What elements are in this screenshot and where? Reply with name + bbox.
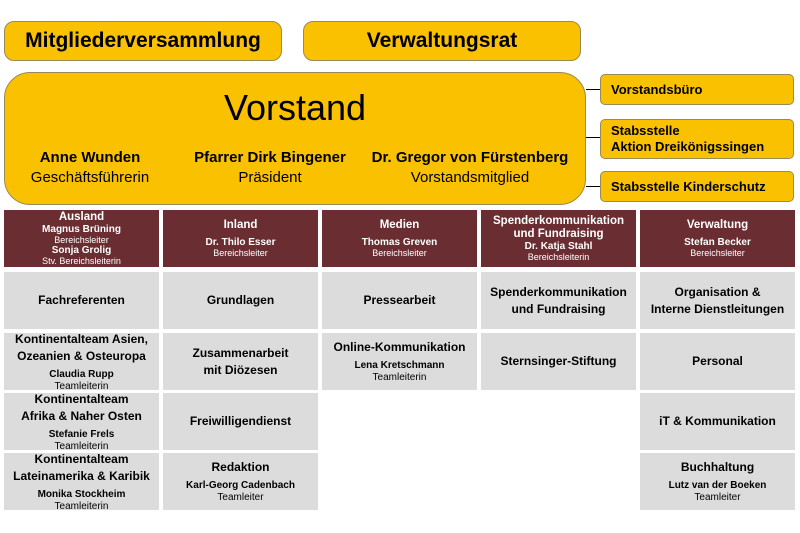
unit-box: Grundlagen <box>163 272 318 329</box>
member-role: Geschäftsführerin <box>30 169 150 186</box>
unit-lead-name: Stefanie Frels <box>48 428 115 440</box>
unit-lead-role: Teamleiter <box>694 492 741 503</box>
unit-box: Spenderkommunikation und Fundraising <box>481 272 636 329</box>
unit-title: Freiwilligendienst <box>189 414 292 428</box>
stabsstelle-aktion-line: Aktion Dreikönigssingen <box>611 139 765 154</box>
vorstandsbuero-box: Vorstandsbüro <box>600 74 794 105</box>
unit-title: Spenderkommunikation <box>490 284 627 299</box>
unit-title: Fachreferenten <box>38 293 125 307</box>
department-title: und Fundraising <box>513 228 604 240</box>
unit-title: Kontinentalteam <box>34 451 129 466</box>
department-title: Ausland <box>58 211 105 223</box>
unit-lead-name: Lena Kretschmann <box>354 360 445 371</box>
verwaltungsrat-box: Verwaltungsrat <box>303 21 581 61</box>
stabsstelle-aktion-line: Stabsstelle <box>611 123 680 138</box>
unit-title: Lateinamerika & Karibik <box>13 468 150 483</box>
connector-line <box>586 89 600 90</box>
vorstand-box: Vorstand Anne Wunden Geschäftsführerin P… <box>4 72 586 205</box>
verwaltungsrat-label: Verwaltungsrat <box>366 29 518 52</box>
member-role: Präsident <box>238 169 302 186</box>
department-title: Verwaltung <box>686 219 749 231</box>
unit-title: Zusammenarbeit <box>192 345 289 360</box>
unit-title: mit Diözesen <box>203 362 278 377</box>
unit-lead-name: Claudia Rupp <box>49 368 114 380</box>
department-head-name: Dr. Katja Stahl <box>524 241 593 252</box>
member-name: Anne Wunden <box>39 149 141 166</box>
unit-title: und Fundraising <box>511 301 606 316</box>
unit-box: Freiwilligendienst <box>163 393 318 450</box>
department-head-name: Stefan Becker <box>684 237 751 248</box>
department-head-role: Stv. Bereichsleiterin <box>42 256 121 266</box>
department-head-role: Bereichsleiter <box>372 248 427 258</box>
unit-title: Online-Kommunikation <box>333 340 466 354</box>
department-head-name: Magnus Brüning <box>42 224 121 235</box>
kinderschutz-label: Stabsstelle Kinderschutz <box>611 178 766 194</box>
unit-box: Personal <box>640 333 795 390</box>
unit-title: Organisation & <box>674 284 761 299</box>
department-title: Medien <box>379 219 420 231</box>
unit-title: iT & Kommunikation <box>659 414 776 428</box>
department-head-role: Bereichsleiter <box>213 248 268 258</box>
unit-lead-role: Teamleiterin <box>372 372 427 383</box>
department-title: Inland <box>223 219 258 231</box>
department-head-role: Bereichsleiter <box>54 235 109 245</box>
connector-line <box>586 137 600 138</box>
member-role: Vorstandsmitglied <box>410 169 530 186</box>
unit-title: Ozeanien & Osteuropa <box>17 348 146 363</box>
kinderschutz-box: Stabsstelle Kinderschutz <box>600 171 794 202</box>
unit-box: Zusammenarbeit mit Diözesen <box>163 333 318 390</box>
stabsstelle-aktion-box: Stabsstelle Aktion Dreikönigssingen <box>600 119 794 159</box>
unit-title: Afrika & Naher Osten <box>21 408 142 423</box>
vorstandsbuero-label: Vorstandsbüro <box>611 81 703 97</box>
vorstand-member: Anne Wunden Geschäftsführerin <box>0 149 190 187</box>
unit-title: Kontinentalteam <box>34 391 129 406</box>
vorstand-member: Dr. Gregor von Fürstenberg Vorstandsmitg… <box>365 149 575 187</box>
department-head-name: Thomas Greven <box>361 237 438 248</box>
vorstand-member: Pfarrer Dirk Bingener Präsident <box>170 149 370 187</box>
unit-lead-role: Teamleiter <box>217 492 264 503</box>
unit-box: Sternsinger-Stiftung <box>481 333 636 390</box>
department-head-name: Sonja Grolig <box>51 245 112 256</box>
department-head-role: Bereichsleiterin <box>527 252 590 262</box>
unit-title: Personal <box>692 354 743 368</box>
vorstand-title: Vorstand <box>223 87 367 128</box>
unit-lead-role: Teamleiterin <box>54 380 109 392</box>
unit-title: Pressearbeit <box>363 293 436 307</box>
unit-lead-name: Lutz van der Boeken <box>668 480 767 491</box>
unit-title: Redaktion <box>211 460 270 474</box>
mitgliederversammlung-label: Mitgliederversammlung <box>25 29 261 52</box>
unit-title: Sternsinger-Stiftung <box>500 354 617 368</box>
unit-box: iT & Kommunikation <box>640 393 795 450</box>
unit-title: Grundlagen <box>206 293 275 307</box>
unit-lead-name: Monika Stockheim <box>37 488 126 500</box>
department-head-role: Bereichsleiter <box>690 248 745 258</box>
unit-box: Fachreferenten <box>4 272 159 329</box>
mitgliederversammlung-box: Mitgliederversammlung <box>4 21 282 61</box>
unit-box: Organisation & Interne Dienstleitungen <box>640 272 795 329</box>
unit-lead-name: Karl-Georg Cadenbach <box>186 480 295 491</box>
member-name: Dr. Gregor von Fürstenberg <box>371 149 569 166</box>
unit-box: Kontinentalteam Asien, Ozeanien & Osteuro… <box>4 331 159 392</box>
department-title: Spenderkommunikation <box>493 215 624 227</box>
unit-title: Kontinentalteam Asien, <box>15 331 148 346</box>
unit-title: Buchhaltung <box>680 460 755 474</box>
department-head-name: Dr. Thilo Esser <box>205 237 276 248</box>
unit-lead-role: Teamleiterin <box>54 440 109 452</box>
unit-box: Pressearbeit <box>322 272 477 329</box>
connector-line <box>586 186 600 187</box>
unit-lead-role: Teamleiterin <box>54 500 109 512</box>
member-name: Pfarrer Dirk Bingener <box>194 149 346 166</box>
unit-title: Interne Dienstleitungen <box>650 301 785 316</box>
